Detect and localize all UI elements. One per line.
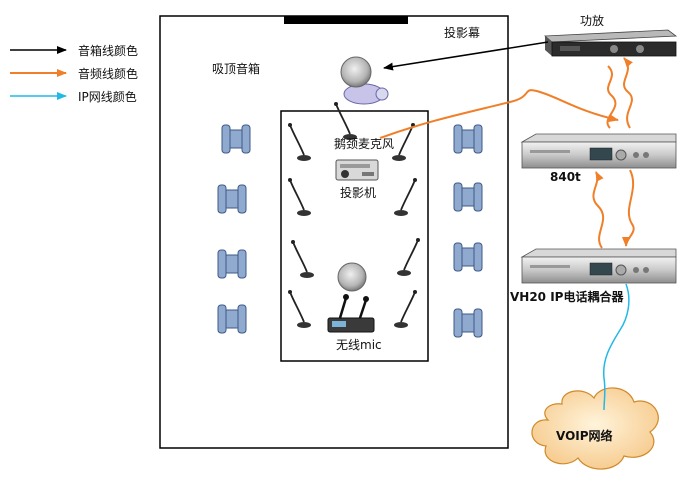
ceiling-speaker-icon [340,56,372,88]
wireless-mic-icon [327,294,375,333]
chair [217,304,247,334]
audio-cable-vh20-to-840t [592,171,605,249]
gooseneck-mic-icon [391,122,416,162]
ceiling-speaker-top [340,56,389,105]
chair [453,308,483,338]
vh20-device [520,248,677,284]
conference-table [280,110,429,362]
gooseneck-mic-icon [393,289,418,329]
gooseneck-mic-icon [287,289,312,329]
legend [10,46,67,100]
ip-cable [602,283,630,411]
ceiling-speaker-label: 吸顶音箱 [212,62,261,76]
chair [217,184,247,214]
audio-cable-amp-to-840t [606,65,617,129]
audio-cable-840t-to-vh20 [622,169,635,247]
ceiling-speaker-icon [337,262,367,292]
legend-ip-line-label: IP网线颜色 [78,90,137,104]
chairs [217,124,483,338]
chair [453,124,483,154]
legend-speaker-line-label: 音箱线颜色 [78,44,139,58]
gooseneck-mic-icon [290,239,315,279]
gooseneck-mic-icon [287,122,312,162]
audio-cable-mic-to-840t [379,89,619,139]
projector-icon [335,159,379,181]
amplifier-device [543,29,678,57]
dsp-840t-label: 840t [550,170,581,184]
room-outline [159,15,509,449]
legend-audio-line-label: 音频线颜色 [78,67,139,81]
voip-label: VOIP网络 [556,429,613,443]
audio-cable-840t-to-amp [623,57,633,129]
speaker-cable [383,41,549,71]
wireless-mic-label: 无线mic [336,338,382,352]
dsp-840t-device [520,133,677,169]
voip-cloud-icon [531,387,659,470]
chair [453,242,483,272]
screen-label: 投影幕 [444,26,481,40]
gooseneck-mic-icon [287,177,312,217]
gooseneck-mic-icon [396,237,421,277]
chair [453,182,483,212]
projector-label: 投影机 [340,186,377,200]
vh20-label: VH20 IP电话耦合器 [510,290,624,304]
chair [217,249,247,279]
chair [221,124,251,154]
gooseneck-mic-label: 鹅颈麦克风 [334,137,395,151]
projection-screen [284,16,408,24]
gooseneck-mic-icon [393,177,418,217]
amplifier-label: 功放 [580,14,605,28]
